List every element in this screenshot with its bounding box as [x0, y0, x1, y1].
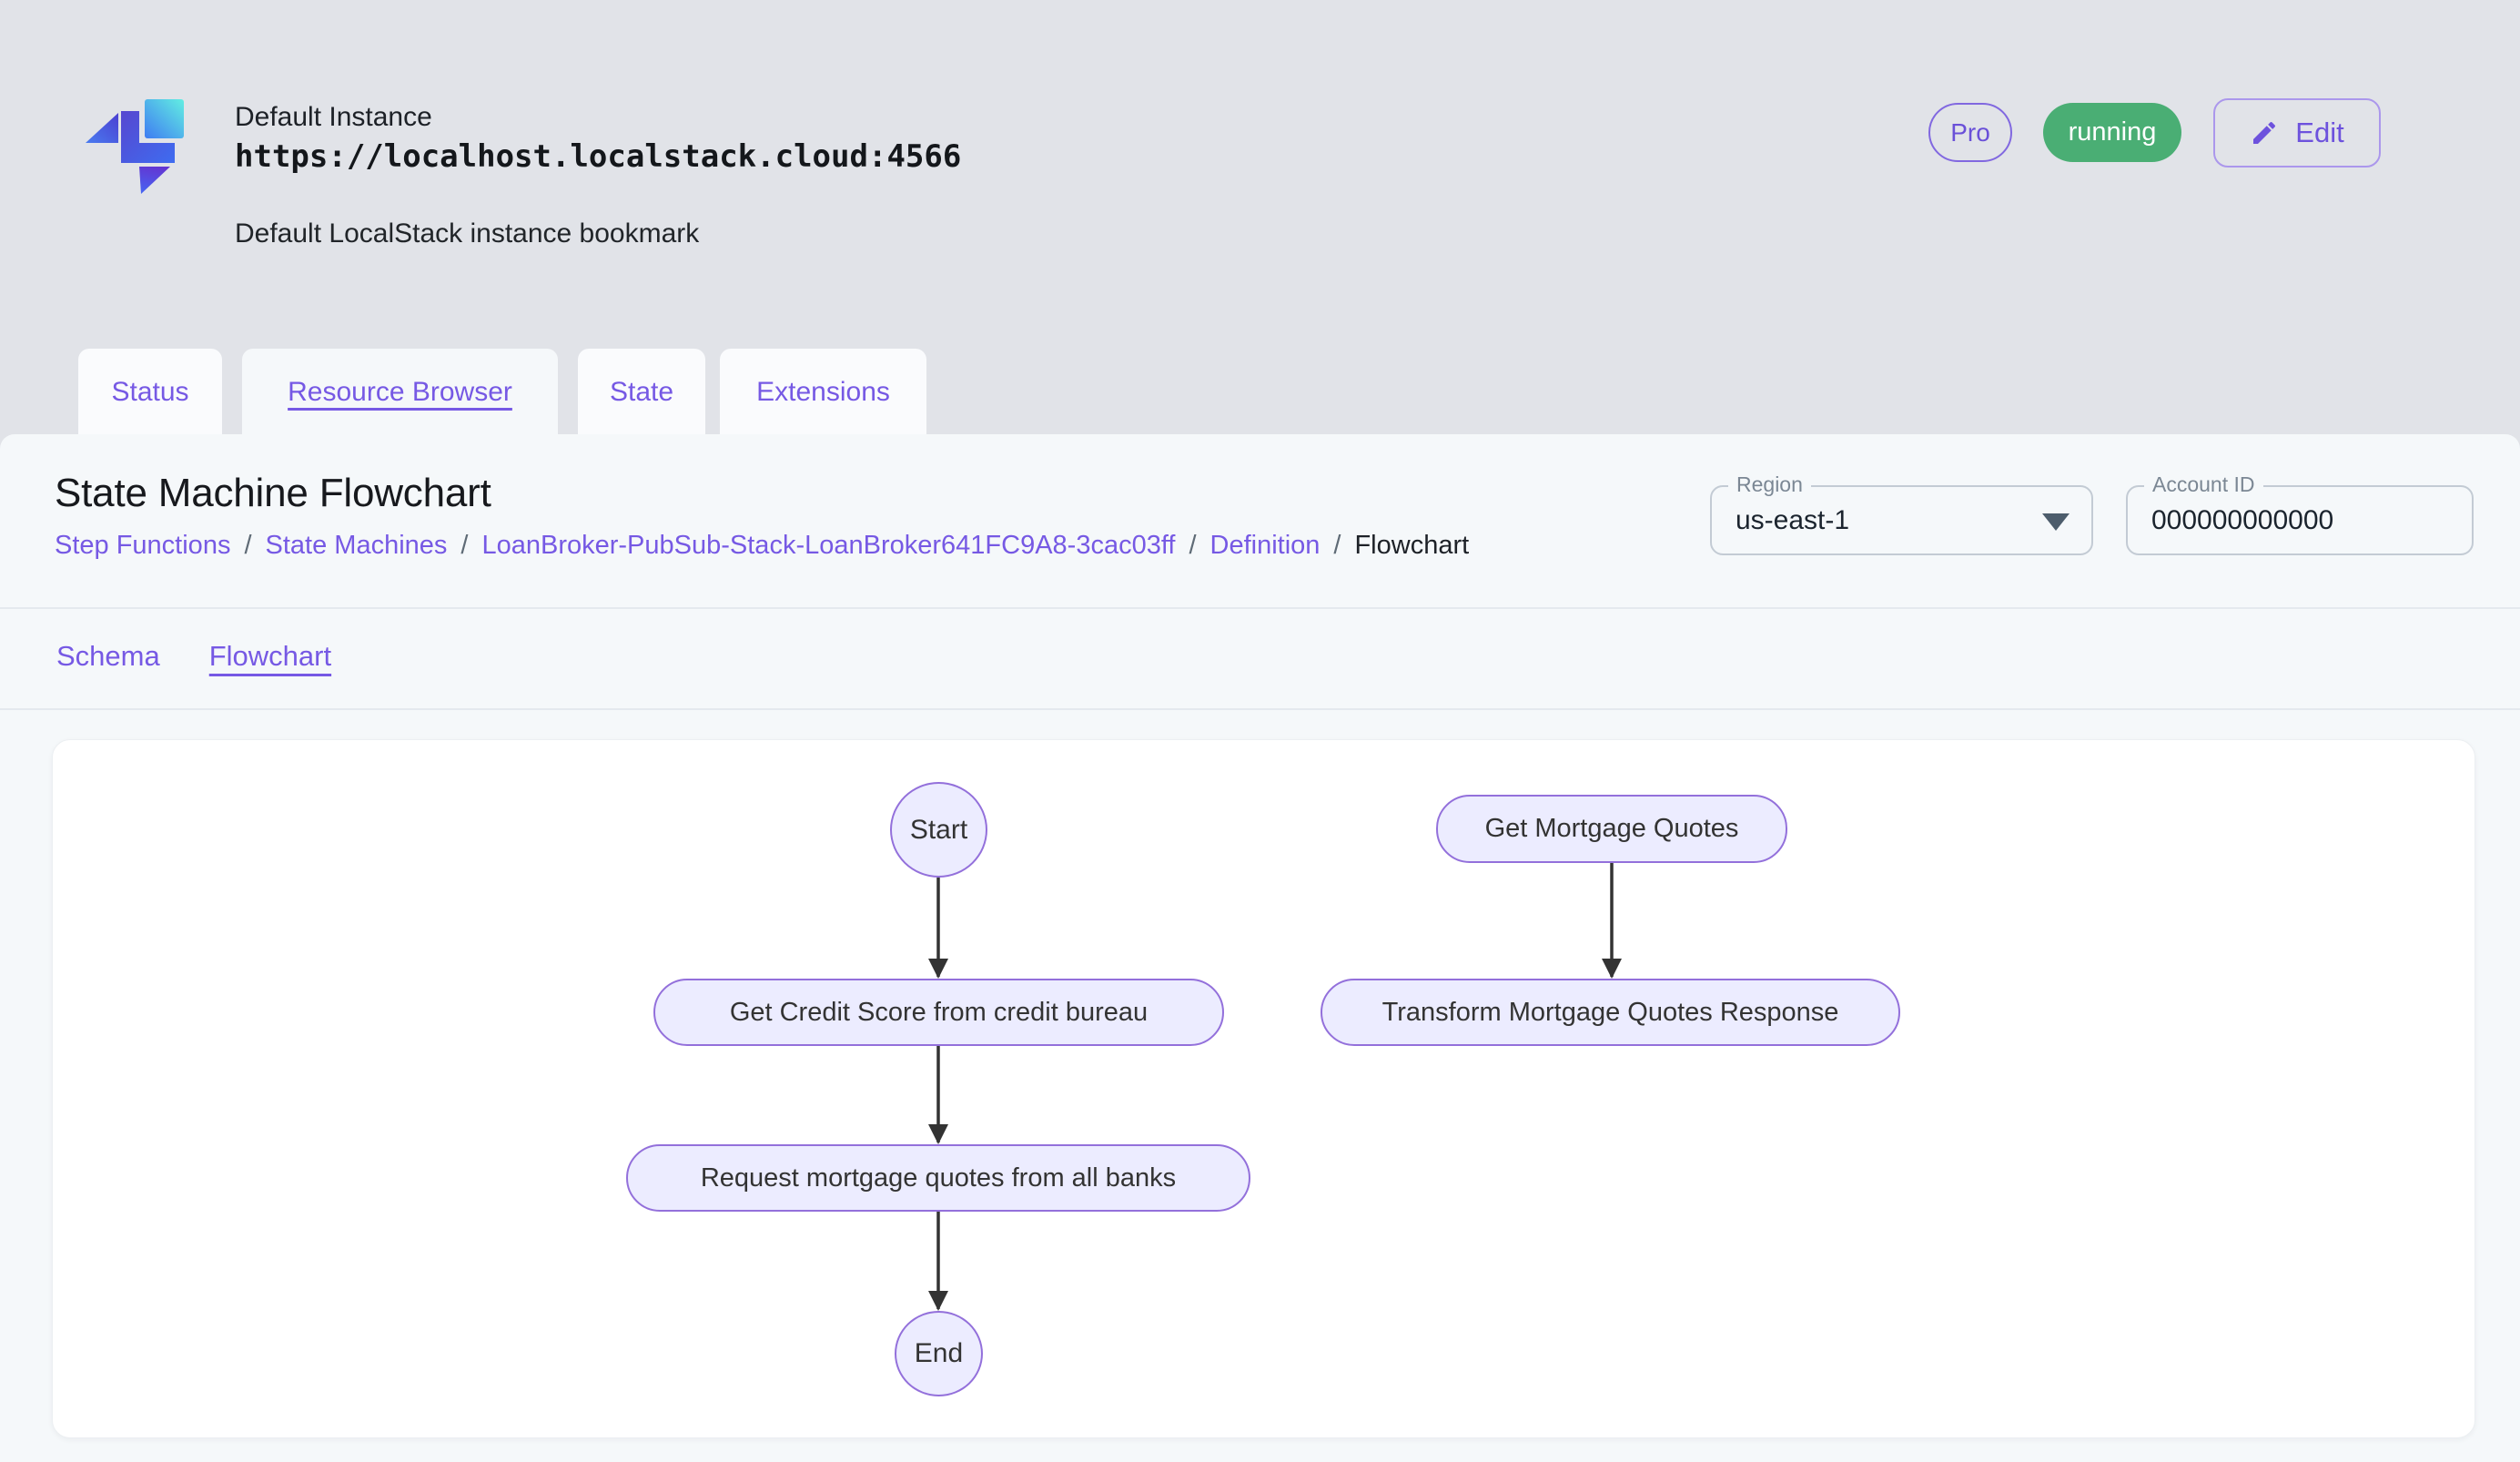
tab-extensions-label: Extensions: [756, 376, 890, 407]
status-badge: running: [2043, 103, 2181, 162]
pro-badge-label: Pro: [1950, 117, 1990, 147]
tab-state-label: State: [609, 376, 674, 407]
definition-subtabs: Schema Flowchart: [56, 633, 331, 680]
breadcrumb-current: Flowchart: [1354, 531, 1470, 560]
localstack-logo-icon: [86, 99, 184, 194]
page-title: State Machine Flowchart: [55, 471, 491, 515]
tab-resource-browser[interactable]: Resource Browser: [242, 349, 558, 435]
pro-badge[interactable]: Pro: [1928, 103, 2012, 162]
breadcrumb-separator: /: [460, 531, 469, 560]
subtab-schema[interactable]: Schema: [56, 640, 160, 672]
flowchart-node-transform-response-label: Transform Mortgage Quotes Response: [1381, 997, 1839, 1027]
pencil-icon: [2253, 121, 2276, 144]
chevron-down-icon: [2042, 513, 2070, 531]
region-select[interactable]: Region us-east-1: [1710, 472, 2093, 555]
flowchart-card: Start Get Mortgage Quotes Get Credit Sco…: [52, 739, 2475, 1438]
tab-state[interactable]: State: [578, 349, 705, 435]
breadcrumb-definition[interactable]: Definition: [1209, 531, 1321, 560]
breadcrumb-step-functions[interactable]: Step Functions: [55, 531, 231, 560]
breadcrumb-separator: /: [1333, 531, 1341, 560]
region-label: Region: [1728, 472, 1811, 497]
account-id-field: Account ID: [2126, 472, 2474, 555]
tab-status[interactable]: Status: [78, 349, 222, 435]
flowchart-node-end: End: [895, 1311, 983, 1396]
edit-button[interactable]: Edit: [2213, 98, 2381, 168]
divider: [0, 708, 2520, 710]
region-value: us-east-1: [1736, 504, 1850, 535]
flowchart-node-get-credit-score-label: Get Credit Score from credit bureau: [729, 997, 1149, 1027]
flowchart-node-request-quotes-label: Request mortgage quotes from all banks: [700, 1162, 1177, 1193]
flowchart-node-start: Start: [890, 782, 987, 878]
flowchart-edges: [928, 863, 1622, 1311]
flowchart-node-transform-response: Transform Mortgage Quotes Response: [1321, 979, 1900, 1046]
breadcrumb: Step Functions / State Machines / LoanBr…: [55, 531, 1469, 561]
instance-description: Default LocalStack instance bookmark: [235, 218, 700, 249]
breadcrumb-separator: /: [1189, 531, 1197, 560]
flowchart-node-get-mortgage-quotes: Get Mortgage Quotes: [1436, 795, 1787, 863]
divider: [0, 607, 2520, 609]
subtab-flowchart[interactable]: Flowchart: [208, 640, 332, 672]
status-badge-label: running: [2068, 117, 2157, 147]
instance-name: Default Instance: [235, 102, 432, 132]
tab-extensions[interactable]: Extensions: [720, 349, 926, 435]
flowchart-node-request-quotes: Request mortgage quotes from all banks: [626, 1144, 1250, 1212]
breadcrumb-separator: /: [244, 531, 252, 560]
flowchart-node-get-mortgage-quotes-label: Get Mortgage Quotes: [1484, 814, 1739, 843]
breadcrumb-state-machines[interactable]: State Machines: [265, 531, 448, 560]
flowchart-node-end-label: End: [914, 1338, 964, 1368]
breadcrumb-state-machine-id[interactable]: LoanBroker-PubSub-Stack-LoanBroker641FC9…: [481, 531, 1176, 560]
edit-button-label: Edit: [2295, 117, 2344, 148]
tab-status-label: Status: [111, 376, 189, 407]
flowchart-node-start-label: Start: [909, 814, 968, 845]
tab-resource-browser-label: Resource Browser: [288, 376, 512, 407]
flowchart-node-get-credit-score: Get Credit Score from credit bureau: [653, 979, 1224, 1046]
account-id-input[interactable]: [2151, 487, 2443, 553]
instance-url: https://localhost.localstack.cloud:4566: [235, 138, 962, 175]
